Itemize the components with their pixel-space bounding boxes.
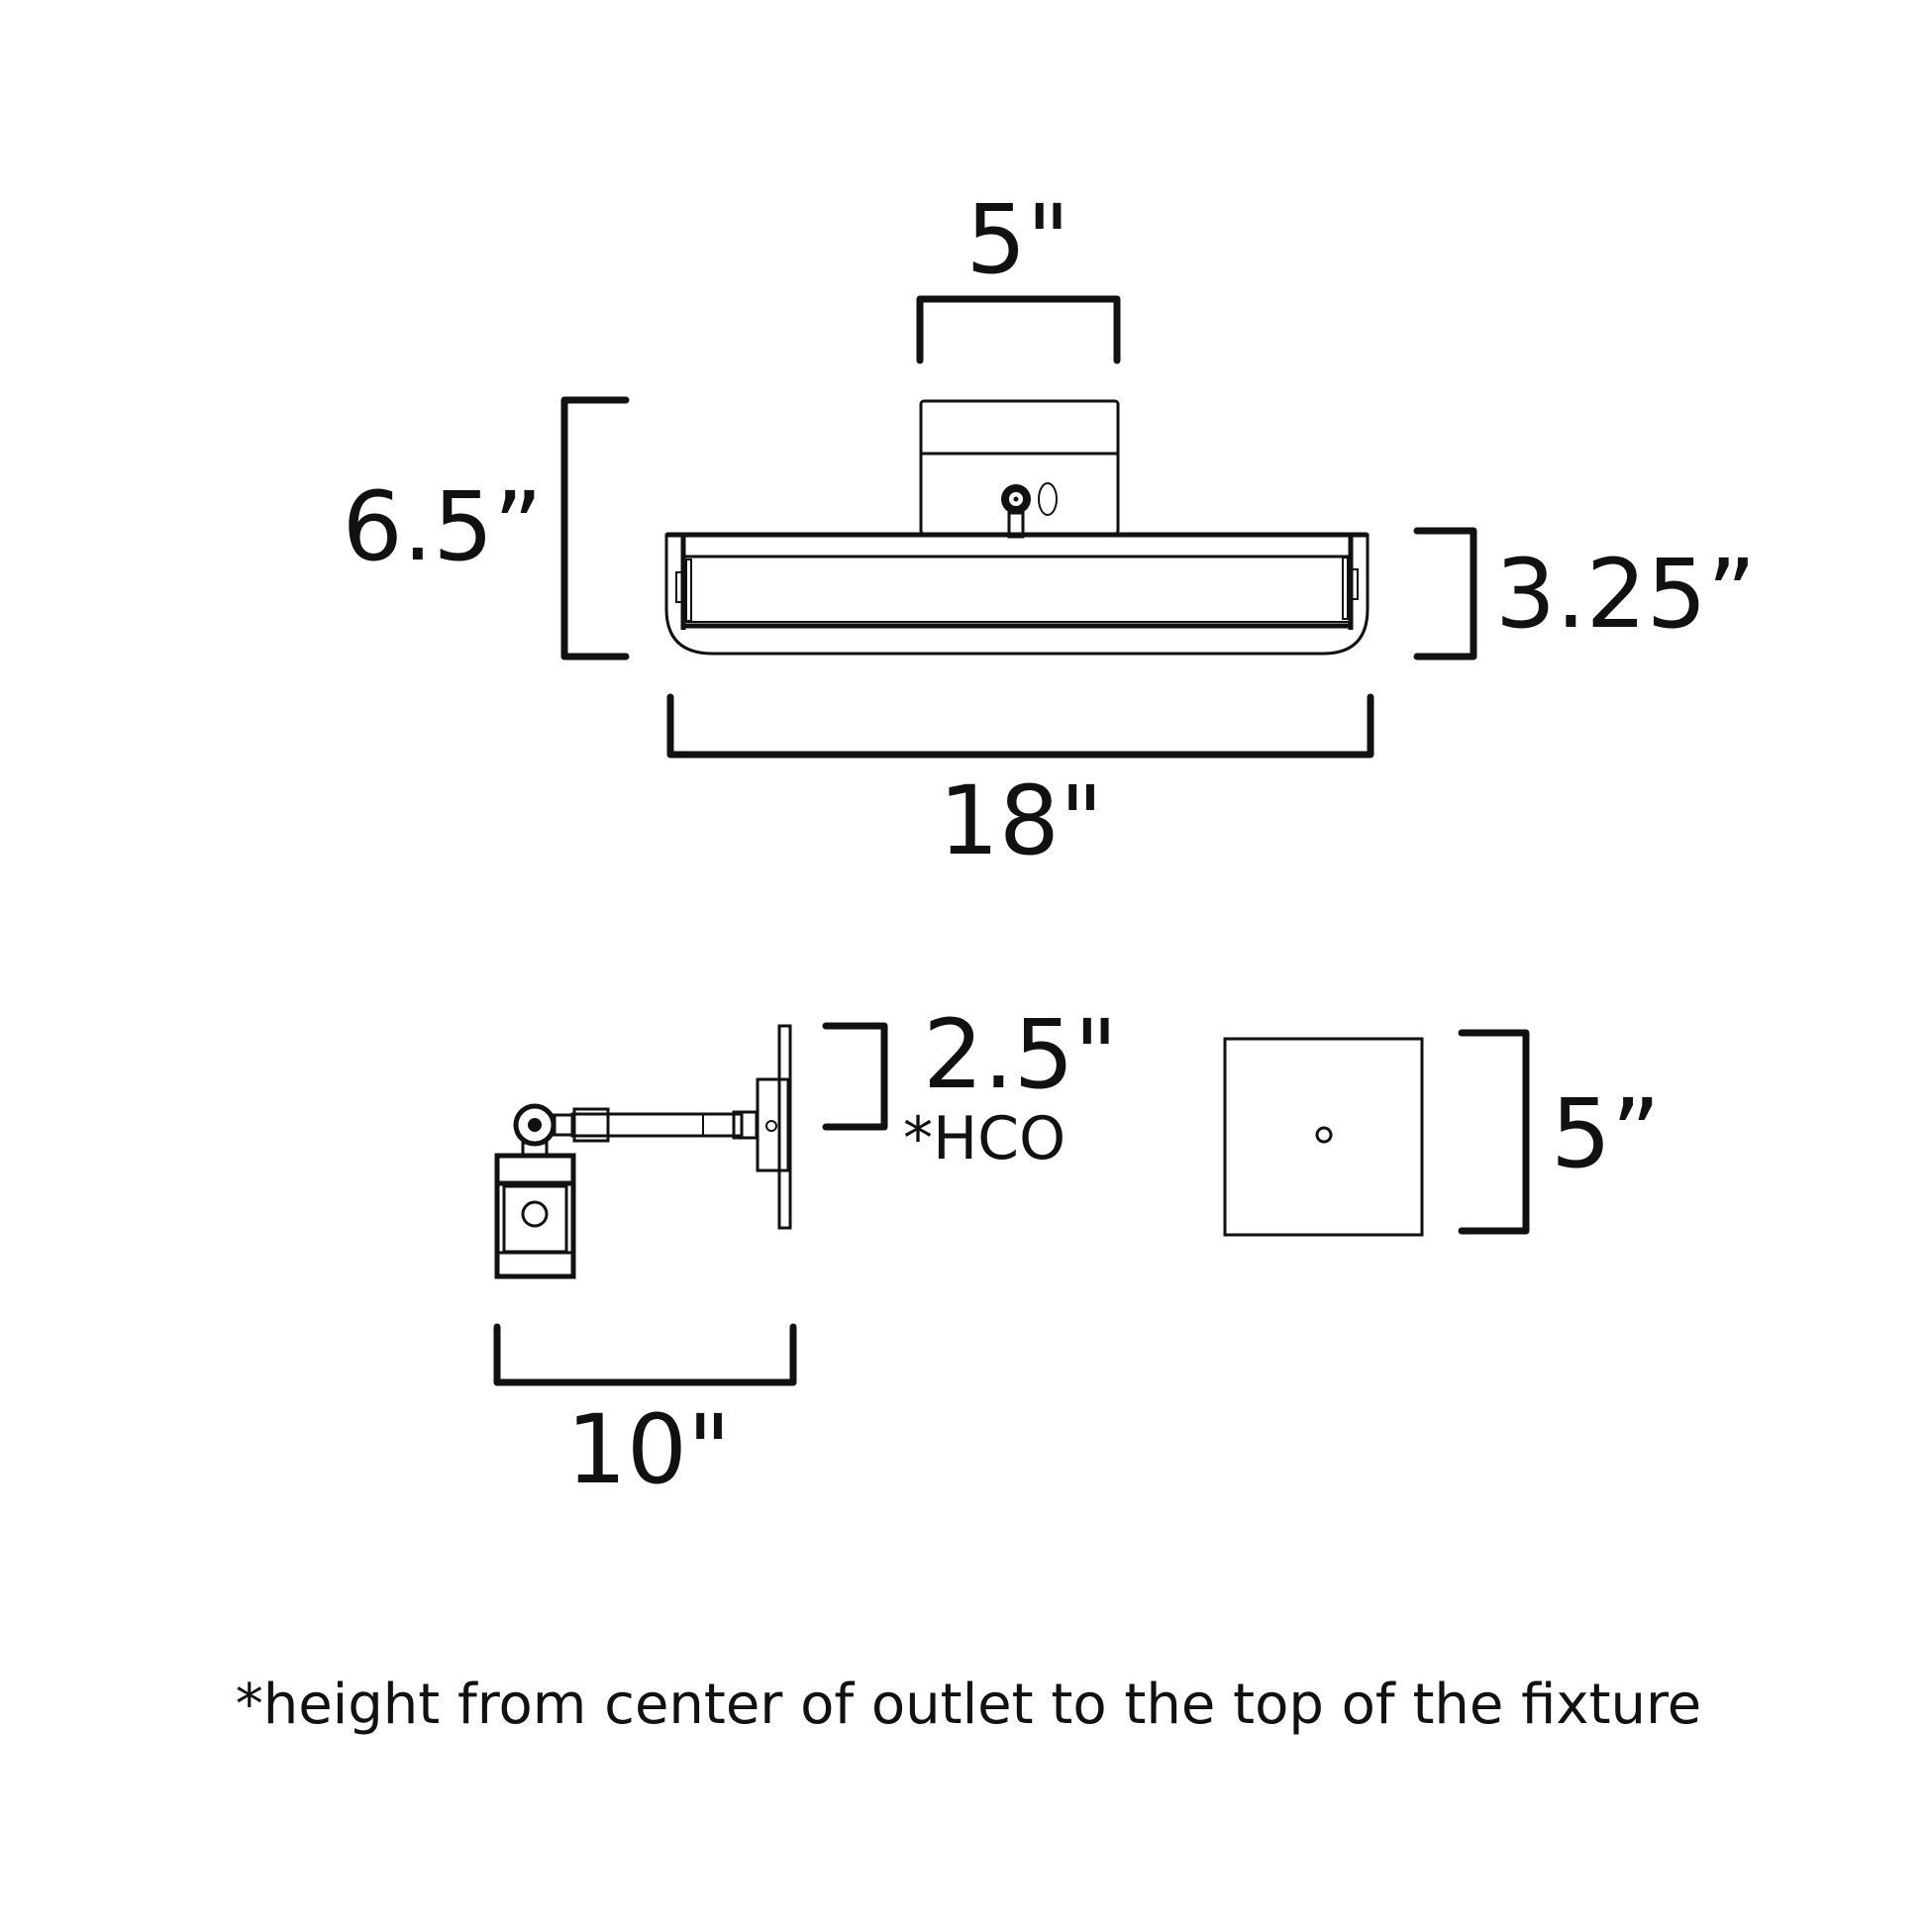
hco-value-label: 2.5" xyxy=(923,999,1118,1110)
swivel-knuckle-icon xyxy=(513,1103,557,1165)
adjustment-knob-icon xyxy=(1001,482,1058,539)
shade-body xyxy=(664,532,1369,656)
extension-label: 10" xyxy=(566,1394,731,1505)
shade-height-label: 3.25” xyxy=(1495,539,1756,650)
shade-height-bracket xyxy=(1413,527,1477,661)
canopy xyxy=(919,399,1120,539)
overall-height-bracket xyxy=(560,396,630,661)
backplate xyxy=(1223,1037,1424,1237)
backplate-view: 5” xyxy=(1223,1029,1661,1237)
overall-height-label: 6.5” xyxy=(343,471,543,582)
hco-bracket xyxy=(822,1022,888,1131)
fixture-head xyxy=(494,1153,576,1279)
wall-plate xyxy=(756,1024,792,1230)
extension-arm xyxy=(553,1107,759,1143)
overall-width-label: 18" xyxy=(939,765,1103,876)
hco-tag-label: *HCO xyxy=(903,1104,1065,1173)
backplate-bracket xyxy=(1458,1029,1530,1235)
side-view: 2.5" *HCO 10" xyxy=(493,999,1118,1505)
canopy-width-label: 5" xyxy=(965,184,1069,295)
mounting-hole-icon xyxy=(1315,1126,1333,1144)
overall-width-bracket xyxy=(666,693,1374,759)
hco-footnote: *height from center of outlet to the top… xyxy=(236,1673,1702,1737)
front-view: 5" xyxy=(343,184,1757,876)
extension-bracket xyxy=(493,1323,797,1386)
canopy-width-bracket xyxy=(916,295,1121,364)
backplate-size-label: 5” xyxy=(1551,1078,1661,1189)
